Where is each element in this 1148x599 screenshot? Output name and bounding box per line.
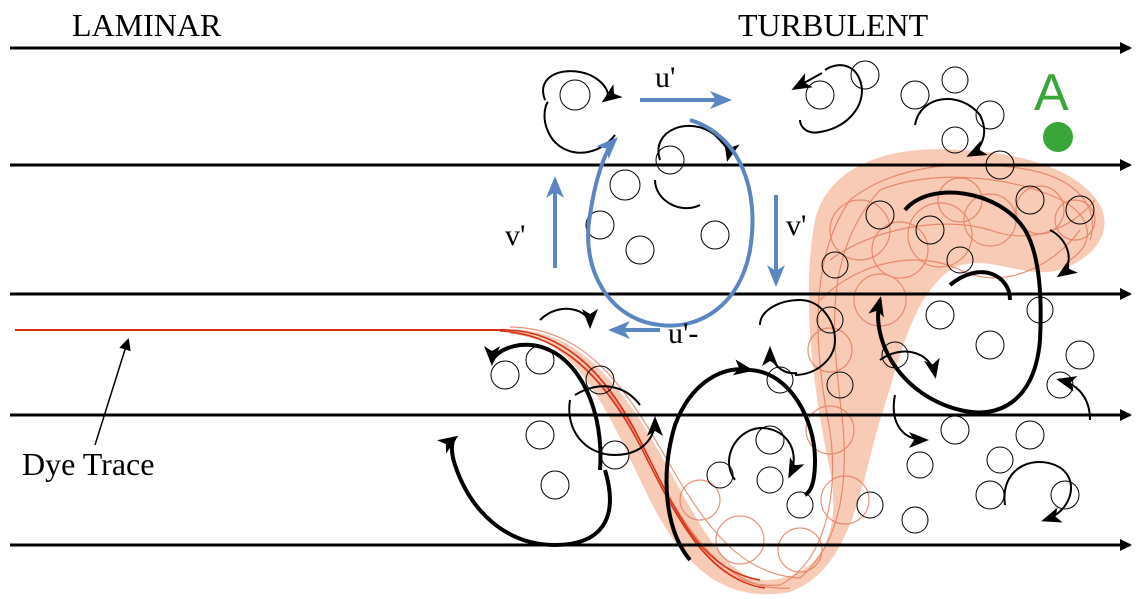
point-a-dot bbox=[1043, 122, 1073, 152]
medium-eddies bbox=[539, 64, 1091, 523]
dye-trace-pointer bbox=[94, 338, 131, 446]
turbulent-label: TURBULENT bbox=[738, 7, 929, 43]
streamlines bbox=[10, 42, 1132, 551]
v-prime-left-label: v' bbox=[505, 219, 525, 252]
dye-trace-label: Dye Trace bbox=[22, 446, 154, 482]
fluctuation-loop bbox=[546, 91, 785, 339]
v-prime-right-label: v' bbox=[786, 209, 806, 242]
u-prime-top-label: u' bbox=[655, 61, 675, 94]
large-eddies bbox=[437, 190, 1043, 562]
point-a-label: A bbox=[1034, 64, 1069, 122]
small-eddies bbox=[490, 60, 1095, 534]
laminar-label: LAMINAR bbox=[72, 7, 222, 43]
dye-cloud bbox=[499, 149, 1105, 595]
u-prime-bottom-label: u'- bbox=[668, 317, 698, 350]
